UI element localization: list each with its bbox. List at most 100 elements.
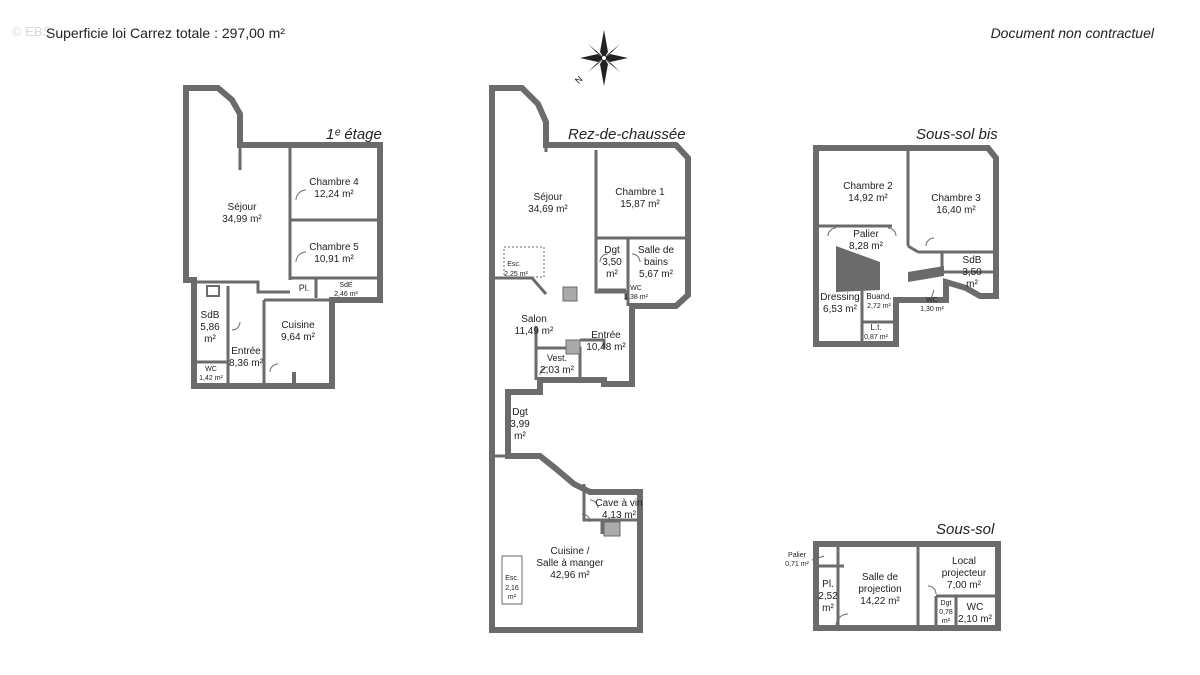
room-label: WC [926,297,938,304]
room-label: Séjour [228,202,258,213]
room-area: 15,87 m² [620,199,660,210]
room-label: Palier [853,229,879,240]
room-area: 0,78 [939,609,953,616]
room-area: 3,99 [510,419,530,430]
room-label: Dgt [512,407,528,418]
room-area: 1,30 m² [920,306,944,313]
room-area: m² [606,269,618,280]
room-label: Pl. [299,283,310,293]
room-label: Esc. [507,261,521,268]
room-area: 8,28 m² [849,241,884,252]
room-area: 2,46 m² [334,291,358,298]
room-area: 9,64 m² [281,332,316,343]
room-label: Chambre 5 [309,242,359,253]
room-label: Salon [521,314,547,325]
watermark: © EBS ... [12,24,66,39]
compass-north-label: N [573,74,585,86]
room-label: Chambre 4 [309,177,359,188]
room-area: 0,71 m² [785,561,809,568]
rooms-basement-bis: Chambre 2 14,92 m² Chambre 3 16,40 m² Pa… [820,181,982,341]
room-label: bains [644,257,668,268]
room-label: Palier [788,552,807,559]
room-area: m² [822,603,834,614]
room-area: 34,69 m² [528,204,568,215]
room-label: Salle de [638,245,675,256]
room-area: 6,53 m² [823,304,858,315]
floor-title-basement-bis: Sous-sol bis [916,126,998,143]
rooms-basement: Palier 0,71 m² Pl. 2,52 m² Salle de proj… [785,552,992,625]
rooms-ground-floor: Séjour 34,69 m² Chambre 1 15,87 m² Esc. … [504,187,674,601]
room-area: 16,40 m² [936,205,976,216]
room-area: m² [508,594,517,601]
total-surface-value: 297,00 m² [221,25,285,41]
room-area: m² [942,618,951,625]
room-area: 12,24 m² [314,189,354,200]
room-label: WC [967,602,984,613]
room-area: 5,67 m² [639,269,674,280]
room-area: 4,13 m² [602,510,637,521]
floor-title-ground: Rez-de-chaussée [568,126,686,143]
plan-ground-floor [489,85,691,633]
room-area: 5,86 [200,322,220,333]
total-surface: Superficie loi Carrez totale : 297,00 m² [46,25,285,41]
plan-first-floor [183,85,383,389]
room-area: 2,16 [505,585,519,592]
room-label: Séjour [534,192,564,203]
room-label: Chambre 1 [615,187,665,198]
room-label: Local [952,556,976,567]
room-area: m² [204,334,216,345]
room-label: L.t. [870,323,881,332]
room-label: SdB [201,310,220,321]
floor-title-basement: Sous-sol [936,521,995,538]
room-label: Salle de [862,572,899,583]
room-label: SdB [963,255,982,266]
room-label: Buand. [866,292,891,301]
room-area: 2,03 m² [540,365,575,376]
room-area: 2,25 m² [504,271,528,278]
room-area: 7,00 m² [947,580,982,591]
total-surface-label: Superficie loi Carrez totale : [46,25,218,41]
room-label: Pl. [822,579,834,590]
room-label: Cuisine / [551,546,590,557]
room-label: WC [630,285,642,292]
floor-title-first: 1ᵉ étage [326,126,382,143]
room-label: Esc. [505,575,519,582]
room-area: 3,50 [962,267,982,278]
plan-basement [811,541,1001,631]
room-label: Vest. [547,353,567,363]
room-label: Dressing [820,292,859,303]
room-area: 8,36 m² [229,358,264,369]
room-label: SdE [339,282,353,289]
room-label: Entrée [591,330,621,341]
room-area: m² [514,431,526,442]
room-label: Cuisine [281,320,315,331]
room-area: 11,49 m² [515,326,554,337]
room-label: Chambre 2 [843,181,893,192]
room-label: projection [858,584,901,595]
room-area: 10,48 m² [586,342,626,353]
room-label: Dgt [604,245,620,256]
plan-basement-bis [813,145,999,347]
room-label: Chambre 3 [931,193,981,204]
room-label: Salle à manger [536,558,604,569]
rooms-first-floor: Séjour 34,99 m² Chambre 4 12,24 m² Chamb… [199,177,359,382]
room-area: 34,99 m² [222,214,262,225]
room-label: Entrée [231,346,261,357]
room-label: Dgt [941,600,952,607]
room-label: Cave à vin [595,498,642,509]
room-area: 1,38 m² [624,294,648,301]
room-area: 2,72 m² [867,303,891,310]
room-area: 42,96 m² [550,570,590,581]
room-area: 1,42 m² [199,375,223,382]
room-label: projecteur [942,568,987,579]
room-area: 0,87 m² [864,334,888,341]
room-area: 14,22 m² [860,596,900,607]
room-area: 14,92 m² [848,193,888,204]
compass-icon: N [573,30,628,86]
room-area: m² [966,279,978,290]
room-area: 2,52 [818,591,838,602]
room-area: 2,10 m² [958,614,993,625]
disclaimer: Document non contractuel [990,25,1154,41]
